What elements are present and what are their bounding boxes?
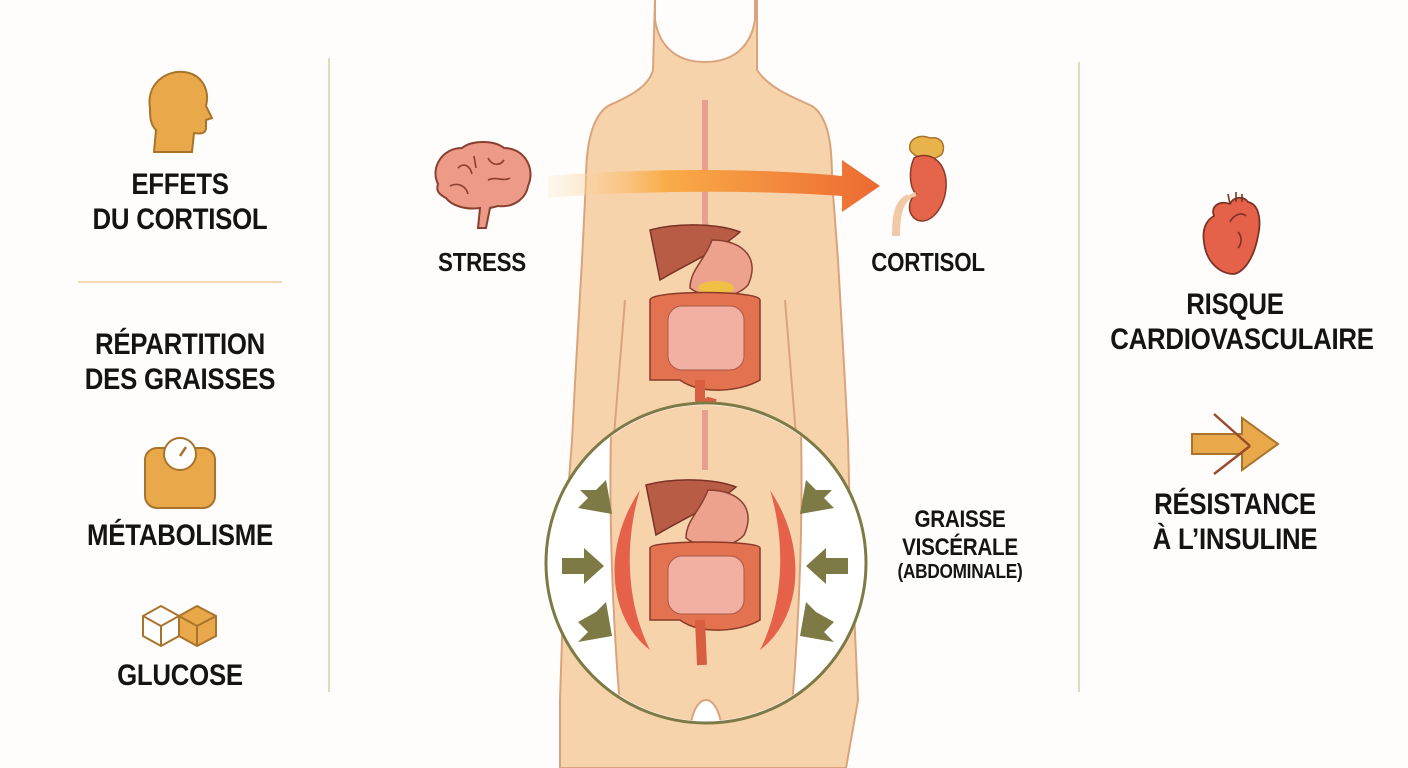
label-resistance-insuline: RÉSISTANCE À L’INSULINE	[1136, 488, 1334, 557]
body-illustration	[544, 0, 880, 768]
title-line1: EFFETS	[131, 168, 229, 201]
right-divider-vertical	[1078, 62, 1080, 692]
title-line2: DU CORTISOL	[92, 202, 268, 236]
visceral-line3: (ABDOMINALE)	[897, 561, 1023, 584]
label-graisse-viscerale: GRAISSE VISCÉRALE (ABDOMINALE)	[891, 506, 1029, 584]
title-effets-cortisol: EFFETS DU CORTISOL	[77, 168, 283, 237]
label-cortisol: CORTISOL	[871, 247, 985, 277]
sugar-cubes-icon	[142, 604, 217, 648]
repartition-line1: RÉPARTITION	[94, 328, 266, 361]
blocked-arrow-icon	[1191, 413, 1280, 475]
label-risque-cardio: RISQUE CARDIOVASCULAIRE	[1110, 288, 1374, 357]
label-repartition-graisses: RÉPARTITION DES GRAISSES	[68, 328, 292, 397]
left-divider-vertical	[328, 58, 330, 692]
scale-icon	[144, 437, 216, 509]
label-stress: STRESS	[438, 247, 526, 277]
heart-icon	[1202, 192, 1261, 275]
resistance-line1: RÉSISTANCE	[1154, 488, 1316, 521]
organs-upper	[649, 224, 761, 409]
kidney-adrenal-icon	[892, 135, 947, 237]
risque-line1: RISQUE	[1186, 288, 1284, 321]
visceral-line2: VISCÉRALE	[902, 533, 1018, 561]
repartition-line2: DES GRAISSES	[84, 362, 276, 396]
compression-arrows	[562, 480, 848, 642]
risque-line2: CARDIOVASCULAIRE	[1110, 322, 1374, 356]
head-profile-icon	[148, 70, 214, 153]
resistance-line2: À L’INSULINE	[1152, 522, 1318, 556]
label-metabolisme: MÉTABOLISME	[87, 519, 273, 552]
visceral-line1: GRAISSE	[914, 506, 1006, 533]
brain-icon	[434, 141, 532, 229]
left-divider-horizontal	[78, 281, 282, 283]
label-glucose: GLUCOSE	[117, 659, 243, 692]
